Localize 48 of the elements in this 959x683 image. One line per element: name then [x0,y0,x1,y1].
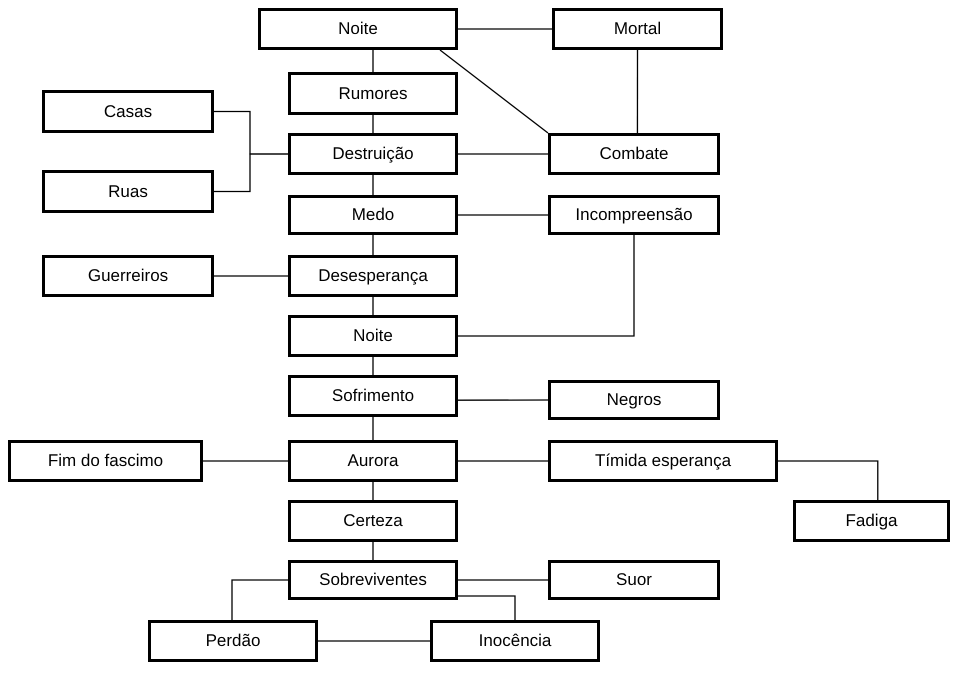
connector-line [372,235,374,255]
connector-line [458,235,635,337]
connector-line [372,482,374,500]
connector-line [458,28,552,30]
connector-line [318,640,430,642]
text-box: Inocência [430,620,600,662]
connector-line [458,399,548,401]
text-box: Negros [548,380,720,420]
text-box: Certeza [288,500,458,542]
text-box: Perdão [148,620,318,662]
text-box: Desesperança [288,255,458,297]
connector-line [203,460,288,462]
text-box: Suor [548,560,720,600]
text-box: Sobreviventes [288,560,458,600]
connector-line [636,50,638,133]
connector-line [231,579,288,620]
text-box: Sofrimento [288,375,458,417]
text-box: Fim do fascimo [8,440,203,482]
text-box: Incompreensão [548,195,720,235]
text-box: Casas [42,90,214,133]
text-box: Combate [548,133,720,175]
connector-line [214,153,288,192]
connector-line [214,275,288,277]
connector-line [372,115,374,133]
text-box: Destruição [288,133,458,175]
text-box: Medo [288,195,458,235]
text-box: Mortal [552,8,723,50]
connector-line [778,460,878,500]
connector-line [372,50,374,72]
connector-line [458,153,548,155]
connector-line [372,542,374,560]
text-box: Ruas [42,170,214,213]
connector-line [372,357,374,375]
text-box: Tímida esperança [548,440,778,482]
connector-line [458,214,548,216]
text-box: Fadiga [793,500,950,542]
connector-line [458,595,516,620]
text-box: Rumores [288,72,458,115]
text-box: Noite [288,315,458,357]
text-box: Guerreiros [42,255,214,297]
connector-line [372,175,374,195]
text-box: Aurora [288,440,458,482]
connector-line [372,417,374,440]
connector-line [372,297,374,315]
connector-line [458,579,548,581]
connector-line [458,460,548,462]
connector-line [440,49,548,134]
text-box: Noite [258,8,458,50]
